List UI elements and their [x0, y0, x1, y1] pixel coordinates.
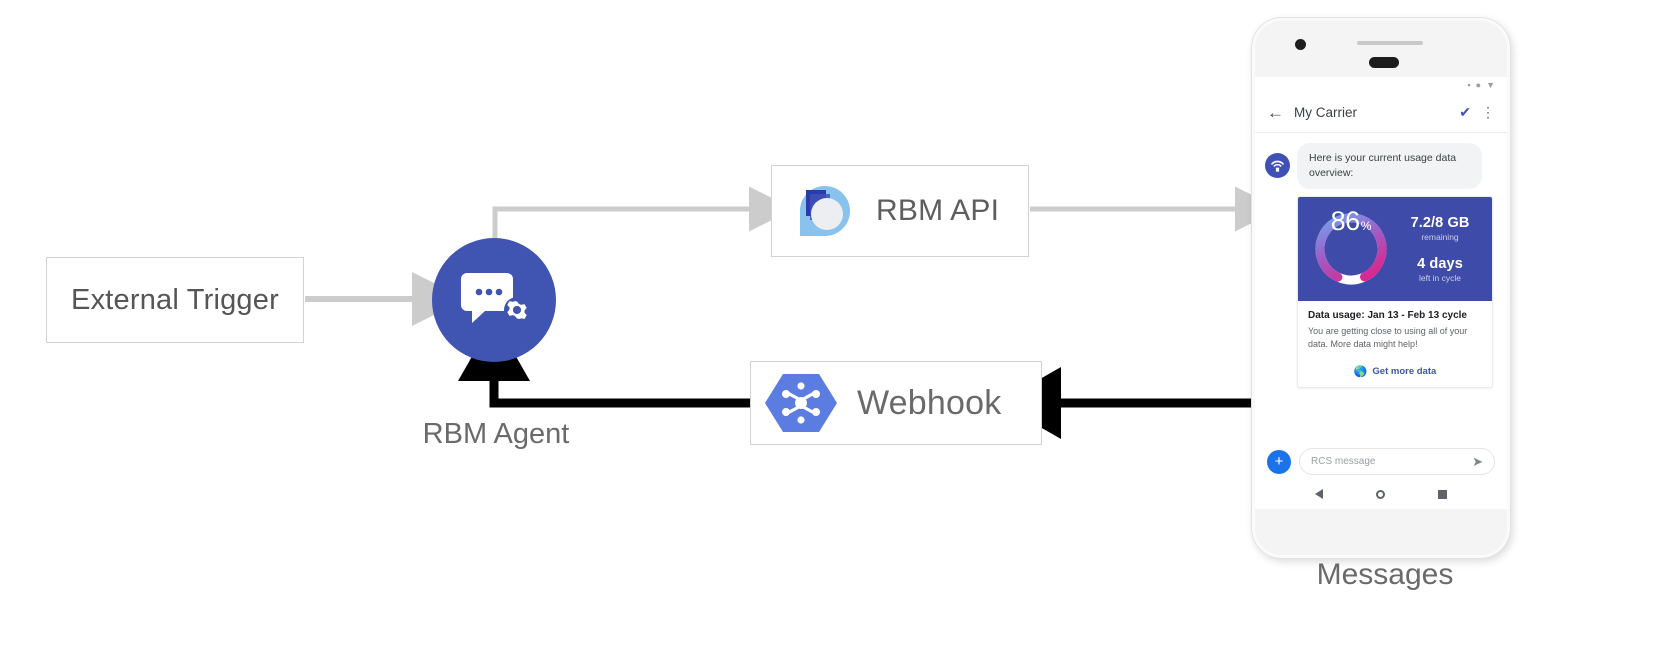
rich-card-title: Data usage: Jan 13 - Feb 13 cycle	[1308, 309, 1467, 321]
webhook-label: Webhook	[857, 383, 1002, 422]
rich-card[interactable]: 86 % 7.2/8 GB remaining 4 days left in c…	[1297, 195, 1493, 389]
more-vert-icon[interactable]: ⋮	[1481, 104, 1495, 120]
nav-back-icon[interactable]	[1315, 489, 1324, 499]
edge-webhook-to-agent	[458, 318, 750, 408]
wifi-dot-icon: ●	[1475, 79, 1482, 90]
antenna-wifi-icon	[1265, 153, 1290, 178]
edge-agent-to-api	[492, 186, 794, 240]
phone-mockup: ▪ ● ▼ ← My Carrier ✔ ⋮	[1252, 18, 1510, 558]
gauge-unit: %	[1360, 218, 1372, 233]
rich-card-body: Data usage: Jan 13 - Feb 13 cycle You ar…	[1298, 301, 1492, 357]
compose-bar: + RCS message ➤	[1255, 448, 1507, 475]
days-left-caption: left in cycle	[1418, 272, 1462, 283]
chat-gear-icon	[461, 273, 529, 323]
gauge-ring-icon	[1315, 213, 1387, 285]
phone-screen: ▪ ● ▼ ← My Carrier ✔ ⋮	[1255, 77, 1507, 509]
antenna-glyph	[1271, 160, 1284, 172]
rcs-message-input[interactable]: RCS message ➤	[1299, 448, 1495, 475]
message-bubble: Here is your current usage data overview…	[1297, 143, 1482, 189]
rich-card-media: 86 % 7.2/8 GB remaining 4 days left in c…	[1298, 196, 1492, 301]
front-camera-icon	[1295, 39, 1306, 50]
earpiece-icon	[1369, 57, 1399, 68]
node-webhook[interactable]: Webhook	[750, 361, 1042, 445]
send-icon[interactable]: ➤	[1472, 453, 1483, 469]
nav-recents-icon[interactable]	[1437, 489, 1447, 499]
data-remaining-value: 7.2/8 GB	[1410, 214, 1470, 231]
usage-stats: 7.2/8 GB remaining 4 days left in cycle	[1394, 215, 1492, 283]
app-bar: ← My Carrier ✔ ⋮	[1255, 93, 1507, 133]
add-attachment-button[interactable]: +	[1267, 449, 1291, 474]
days-left-value: 4 days	[1417, 255, 1463, 272]
node-rbm-api[interactable]: RBM API	[771, 165, 1029, 257]
rbm-api-logo-icon	[800, 186, 850, 236]
signal-icon: ▪	[1467, 79, 1471, 90]
back-arrow-icon[interactable]: ←	[1267, 102, 1284, 122]
data-remaining-caption: remaining	[1421, 231, 1459, 242]
node-external-trigger[interactable]: External Trigger	[46, 257, 304, 343]
shield-check-icon[interactable]: ✔	[1459, 104, 1471, 120]
messages-label: Messages	[1316, 558, 1454, 591]
get-more-data-label: Get more data	[1372, 366, 1437, 378]
rcs-message-placeholder: RCS message	[1311, 456, 1376, 467]
nav-home-icon[interactable]	[1375, 489, 1385, 499]
usage-gauge: 86 %	[1308, 206, 1394, 292]
status-bar: ▪ ● ▼	[1255, 77, 1507, 93]
get-more-data-button[interactable]: 🌎 Get more data	[1298, 356, 1492, 387]
phone-top-bezel	[1255, 21, 1507, 77]
globe-icon: 🌎	[1353, 366, 1368, 379]
rbm-api-label: RBM API	[876, 194, 1000, 227]
node-rbm-agent[interactable]	[432, 238, 556, 362]
message-row: Here is your current usage data overview…	[1265, 143, 1497, 189]
rbm-agent-label: RBM Agent	[422, 418, 570, 450]
webhook-hexagon-icon	[765, 374, 837, 432]
conversation-thread: Here is your current usage data overview…	[1255, 133, 1507, 389]
speaker-grille-icon	[1357, 41, 1423, 45]
gauge-value-group: 86 %	[1308, 206, 1394, 292]
external-trigger-label: External Trigger	[71, 283, 279, 316]
rich-card-description: You are getting close to using all of yo…	[1308, 325, 1468, 349]
battery-icon: ▼	[1486, 79, 1495, 90]
phone-bottom-bezel	[1255, 509, 1507, 555]
android-nav-bar	[1255, 479, 1507, 509]
gauge-value: 86	[1330, 205, 1361, 236]
stat-spacer	[1394, 242, 1486, 256]
conversation-title: My Carrier	[1294, 105, 1357, 120]
